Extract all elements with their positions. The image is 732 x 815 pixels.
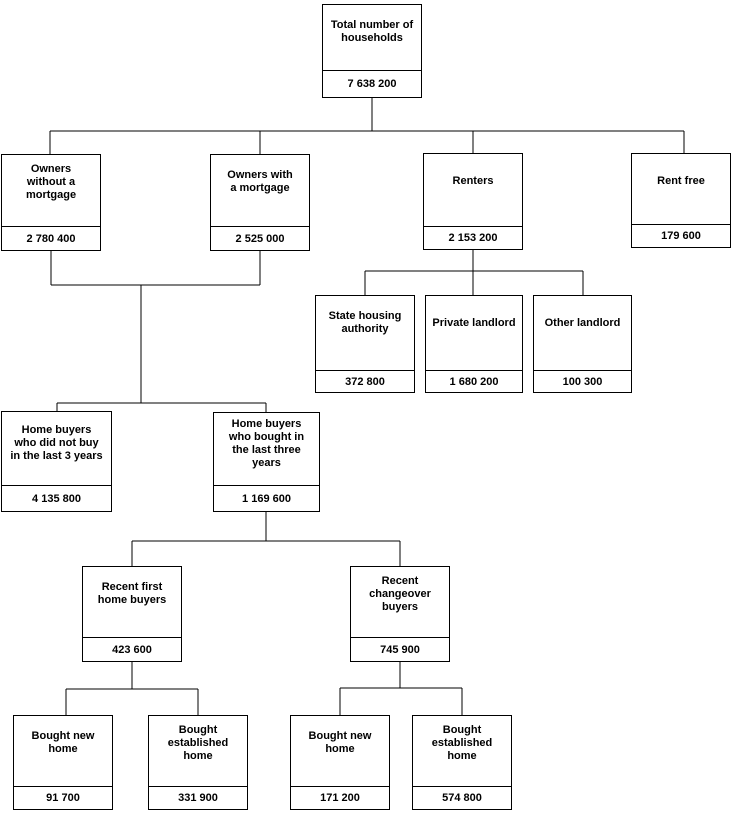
- node-owners-with-mortgage: Owners with a mortgage 2 525 000: [210, 154, 310, 251]
- node-value: 171 200: [291, 786, 389, 809]
- node-value: 2 153 200: [424, 226, 522, 249]
- node-value: 7 638 200: [323, 70, 421, 97]
- node-spacer: [534, 350, 631, 370]
- node-home-buyers-not-last-3-years: Home buyers who did not buy in the last …: [1, 411, 112, 512]
- node-home-buyers-last-3-years: Home buyers who bought in the last three…: [213, 412, 320, 512]
- node-label: State housing authority: [328, 310, 402, 335]
- node-other-landlord: Other landlord 100 300: [533, 295, 632, 393]
- node-changeover-bought-new-home: Bought new home 171 200: [290, 715, 390, 810]
- node-label: Other landlord: [544, 316, 621, 329]
- node-label: Bought new home: [308, 730, 372, 755]
- node-label: Bought established home: [167, 723, 229, 762]
- node-label: Owners without a mortgage: [25, 162, 77, 201]
- node-spacer: [211, 209, 309, 226]
- node-spacer: [351, 621, 449, 637]
- node-label: Home buyers who did not buy in the last …: [10, 423, 103, 462]
- node-label: Private landlord: [432, 316, 516, 329]
- node-recent-changeover-buyers: Recent changeover buyers 745 900: [350, 566, 450, 662]
- node-spacer: [323, 59, 421, 70]
- node-spacer: [83, 621, 181, 637]
- node-recent-first-home-buyers: Recent first home buyers 423 600: [82, 566, 182, 662]
- node-state-housing-authority: State housing authority 372 800: [315, 295, 415, 393]
- node-value: 100 300: [534, 370, 631, 392]
- node-changeover-bought-established-home: Bought established home 574 800: [412, 715, 512, 810]
- node-value: 2 780 400: [2, 226, 100, 250]
- node-spacer: [632, 208, 730, 224]
- node-spacer: [291, 770, 389, 786]
- node-value: 423 600: [83, 637, 181, 661]
- node-label: Home buyers who bought in the last three…: [228, 418, 305, 469]
- node-private-landlord: Private landlord 1 680 200: [425, 295, 523, 393]
- node-label: Recent changeover buyers: [369, 574, 431, 613]
- node-spacer: [426, 350, 522, 370]
- node-spacer: [2, 209, 100, 226]
- node-total-households: Total number of households 7 638 200: [322, 4, 422, 98]
- node-first-bought-new-home: Bought new home 91 700: [13, 715, 113, 810]
- node-value: 91 700: [14, 786, 112, 809]
- node-value: 2 525 000: [211, 226, 309, 250]
- node-spacer: [316, 350, 414, 370]
- node-value: 331 900: [149, 786, 247, 809]
- node-spacer: [2, 474, 111, 485]
- node-spacer: [214, 475, 319, 485]
- node-value: 179 600: [632, 224, 730, 247]
- node-label: Recent first home buyers: [97, 581, 167, 606]
- node-label: Bought new home: [31, 730, 95, 755]
- node-label: Rent free: [657, 174, 705, 187]
- node-owners-without-mortgage: Owners without a mortgage 2 780 400: [1, 154, 101, 251]
- node-spacer: [424, 208, 522, 226]
- node-value: 574 800: [413, 786, 511, 809]
- node-renters: Renters 2 153 200: [423, 153, 523, 250]
- node-value: 745 900: [351, 637, 449, 661]
- node-value: 4 135 800: [2, 485, 111, 511]
- node-value: 372 800: [316, 370, 414, 392]
- node-value: 1 169 600: [214, 485, 319, 511]
- node-label: Bought established home: [431, 723, 493, 762]
- node-first-bought-established-home: Bought established home 331 900: [148, 715, 248, 810]
- node-spacer: [14, 770, 112, 786]
- node-label: Total number of households: [330, 19, 414, 44]
- node-label: Renters: [452, 174, 494, 187]
- node-label: Owners with a mortgage: [227, 169, 293, 194]
- node-spacer: [149, 770, 247, 786]
- node-value: 1 680 200: [426, 370, 522, 392]
- node-spacer: [413, 770, 511, 786]
- node-rent-free: Rent free 179 600: [631, 153, 731, 248]
